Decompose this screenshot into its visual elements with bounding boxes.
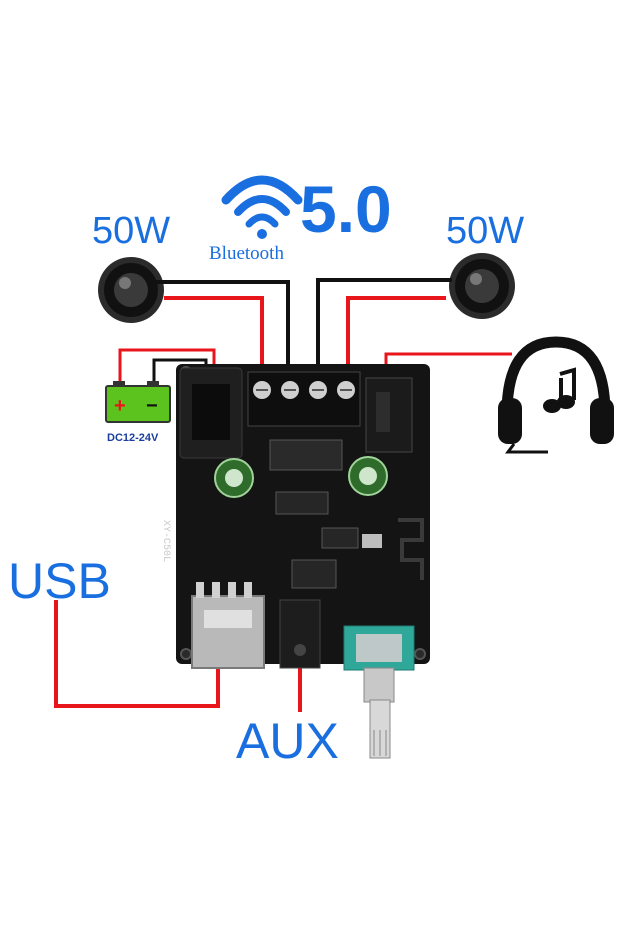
right-speaker-power-label: 50W (446, 210, 525, 252)
battery-plus-sign: + (114, 395, 126, 417)
bluetooth-version-label: 5.0 (300, 172, 392, 246)
usb-label: USB (8, 553, 111, 609)
left-speaker-power-label: 50W (92, 210, 171, 252)
aux-label: AUX (236, 713, 339, 769)
bluetooth-word-label: Bluetooth (209, 243, 284, 264)
board-model-label: XY-C50L (160, 520, 171, 563)
headphones-music-icon (498, 336, 614, 454)
power-supply-label: DC12-24V (107, 432, 159, 444)
battery-icon (105, 381, 171, 423)
amplifier-board (176, 364, 430, 671)
wifi-signal-icon (221, 175, 303, 239)
right-speaker-icon (449, 253, 515, 319)
battery-minus-sign: − (146, 395, 158, 417)
speaker-wires (156, 278, 452, 380)
input-wires (54, 600, 302, 712)
left-speaker-icon (98, 257, 164, 323)
volume-knob (363, 667, 395, 759)
